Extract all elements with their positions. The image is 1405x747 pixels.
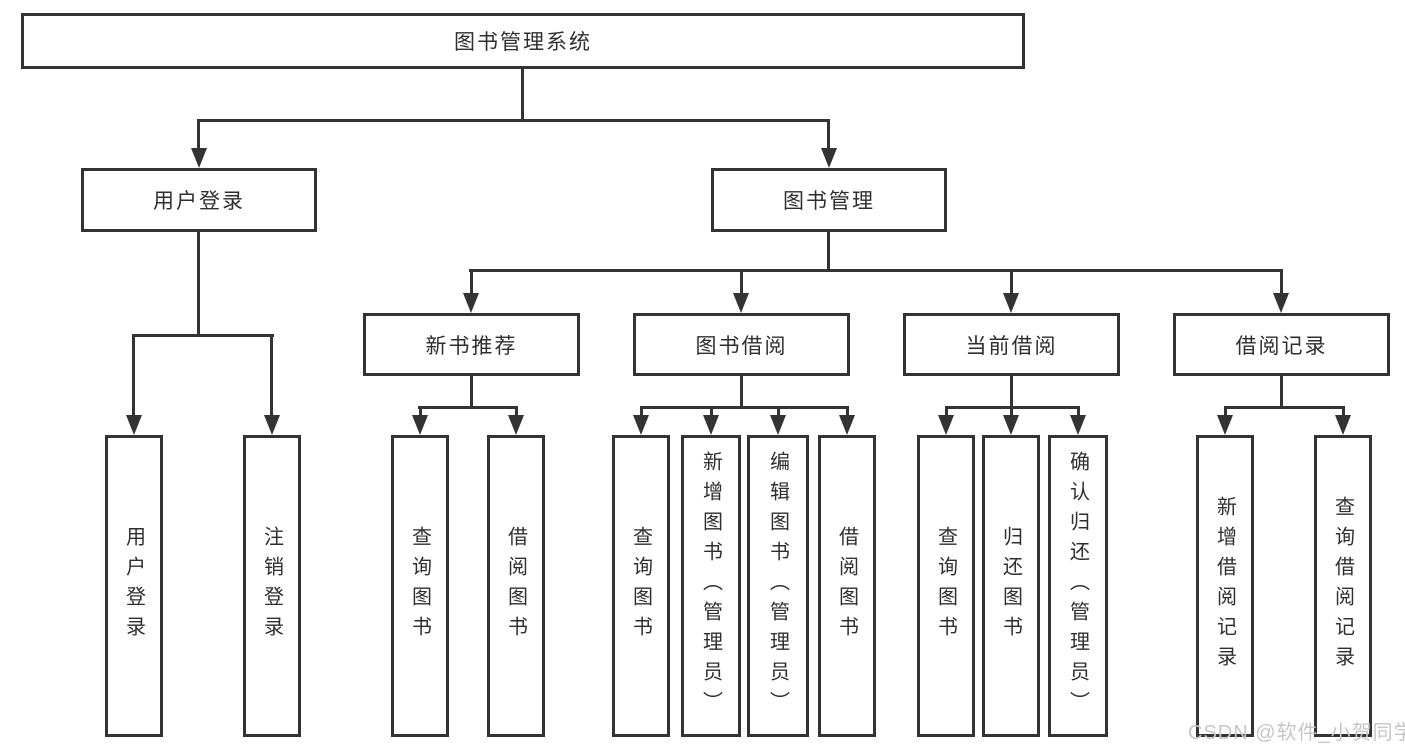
connector-line [827,119,830,150]
leaf-add-borrow-record: 新增借阅记录 [1196,435,1254,737]
node-label: 新增借阅记录 [1213,496,1236,676]
arrowhead-down-icon [733,293,749,313]
node-label: 借阅图书 [835,526,858,646]
arrowhead-down-icon [938,415,954,435]
connector-line [418,406,518,409]
node-book-borrow: 图书借阅 [633,313,850,376]
arrowhead-down-icon [508,415,524,435]
node-label: 当前借阅 [965,334,1058,358]
connector-line [197,119,200,150]
connector-line [1224,406,1345,409]
node-current-borrow: 当前借阅 [903,313,1120,376]
arrowhead-down-icon [1003,293,1019,313]
connector-line [521,69,524,121]
node-label: 图书管理系统 [454,31,592,54]
csdn-watermark: CSDN @软件_小贺同学 [1188,722,1405,744]
connector-line [515,406,518,419]
leaf-confirm-return-admin: 确认归还（管理员） [1048,435,1108,737]
node-label: 查询图书 [934,526,957,646]
connector-line [640,406,849,409]
connector-line [1224,406,1227,419]
node-label: 新增图书（管理员） [699,451,722,721]
node-book-management: 图书管理 [711,168,947,232]
node-label: 用户登录 [153,190,245,213]
node-label: 归还图书 [999,526,1022,646]
node-new-book-recommend: 新书推荐 [363,313,580,376]
connector-line [1077,406,1080,419]
arrowhead-down-icon [126,415,142,435]
arrowhead-down-icon [633,415,649,435]
leaf-edit-books-admin: 编辑图书（管理员） [747,435,809,737]
connector-line [469,269,1283,272]
leaf-user-login: 用户登录 [105,435,163,737]
connector-line [740,269,743,297]
arrowhead-down-icon [191,148,207,168]
node-label: 编辑图书（管理员） [766,451,789,721]
node-label: 借阅记录 [1235,334,1328,358]
connector-line [777,406,780,419]
leaf-logout: 注销登录 [243,435,301,737]
arrowhead-down-icon [1217,415,1233,435]
arrowhead-down-icon [821,148,837,168]
connector-line [132,334,135,417]
node-label: 查询借阅记录 [1331,496,1354,676]
node-label: 用户登录 [122,526,145,646]
arrowhead-down-icon [412,415,428,435]
connector-line [827,232,830,272]
leaf-borrow-books: 借阅图书 [818,435,876,737]
connector-line [945,406,948,419]
arrowhead-down-icon [1335,415,1351,435]
arrowhead-down-icon [1070,415,1086,435]
connector-line [1010,269,1013,297]
connector-line [470,269,473,297]
connector-line [1010,376,1013,409]
arrowhead-down-icon [264,415,280,435]
leaf-query-borrow-record: 查询借阅记录 [1314,435,1372,737]
connector-line [270,334,273,417]
connector-line [1280,376,1283,409]
leaf-add-books-admin: 新增图书（管理员） [681,435,741,737]
connector-line [846,406,849,419]
connector-line [197,232,200,337]
arrowhead-down-icon [839,415,855,435]
leaf-query-books-current: 查询图书 [917,435,975,737]
node-label: 确认归还（管理员） [1066,451,1089,721]
node-label: 注销登录 [260,526,283,646]
connector-line [1342,406,1345,419]
node-label: 查询图书 [629,526,652,646]
arrowhead-down-icon [1273,293,1289,313]
connector-line [419,406,422,419]
connector-line [470,376,473,409]
node-label: 图书管理 [783,190,875,213]
node-label: 新书推荐 [425,334,518,358]
node-label: 查询图书 [408,526,431,646]
arrowhead-down-icon [463,293,479,313]
connector-line [740,376,743,409]
node-user-login: 用户登录 [81,168,317,232]
connector-line [1280,269,1283,297]
connector-line [710,406,713,419]
connector-line [197,119,830,122]
node-borrow-records: 借阅记录 [1173,313,1390,376]
node-label: 借阅图书 [504,526,527,646]
leaf-borrow-books-recommend: 借阅图书 [487,435,545,737]
connector-line [132,334,274,337]
connector-line [640,406,643,419]
arrowhead-down-icon [770,415,786,435]
leaf-query-books-recommend: 查询图书 [391,435,449,737]
leaf-return-books: 归还图书 [982,435,1040,737]
leaf-query-books-borrow: 查询图书 [612,435,670,737]
arrowhead-down-icon [1003,415,1019,435]
node-label: 图书借阅 [695,334,788,358]
node-library-system: 图书管理系统 [21,13,1025,69]
connector-line [1010,406,1013,419]
arrowhead-down-icon [703,415,719,435]
